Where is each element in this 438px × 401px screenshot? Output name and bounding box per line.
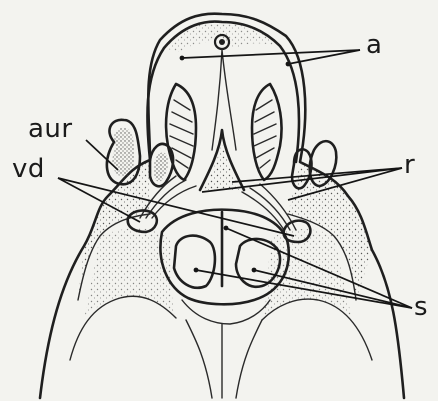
- lower-left-shading: [84, 228, 176, 320]
- apical-pore-center: [219, 39, 225, 45]
- leader-a-1: [182, 50, 360, 58]
- left-sac: [174, 236, 215, 288]
- lower-lip-left: [186, 320, 212, 398]
- label-aur: aur: [28, 116, 73, 142]
- left-auricle-shading: [113, 128, 134, 177]
- median-ridge: [212, 50, 236, 150]
- left-plume: [166, 84, 196, 180]
- right-plume-barbs: [254, 100, 276, 168]
- label-s: s: [414, 294, 428, 320]
- head-shading: [164, 22, 280, 52]
- ventral-fold-right: [262, 299, 372, 360]
- lower-lip-right: [236, 320, 262, 398]
- right-plume: [252, 84, 282, 180]
- ventral-fold-left: [70, 296, 176, 360]
- label-r: r: [404, 152, 415, 178]
- label-vd: vd: [12, 156, 45, 182]
- label-a: a: [366, 32, 382, 58]
- left-secondary-shading: [154, 152, 168, 181]
